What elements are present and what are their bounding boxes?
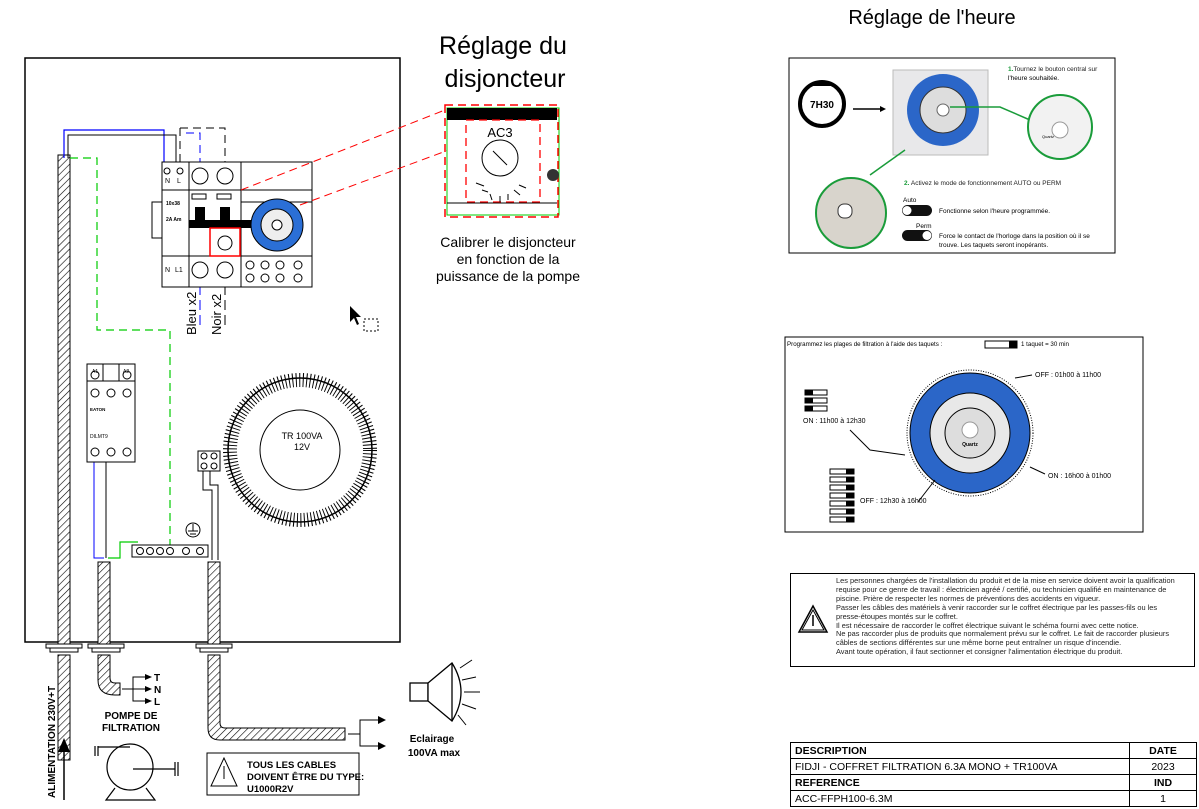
perm-desc-1: Force le contact de l'horloge dans la po… [939, 233, 1090, 240]
breaker-timer-module [151, 161, 313, 288]
lighting-label-2: 100VA max [408, 748, 461, 759]
cable-warning-2: DOIVENT ÊTRE DU TYPE: [247, 771, 364, 783]
supply-cable [57, 154, 71, 646]
safety-line: Ne pas raccorder plus de produits que no… [836, 629, 1170, 639]
on2-label: ON : 16h00 à 01h00 [1048, 473, 1111, 480]
terminal-block [131, 450, 221, 558]
step2-text: 2. Activez le mode de fonctionnement AUT… [904, 180, 1061, 187]
description-header: DESCRIPTION [790, 742, 1130, 759]
clock-title: Réglage de l'heure [848, 7, 1015, 29]
date-header: DATE [1129, 742, 1197, 759]
pump-cable [97, 654, 121, 696]
auto-desc: Fonctionne selon l'heure programmée. [939, 208, 1050, 215]
pump-l: L [154, 697, 160, 708]
date-value: 2023 [1129, 758, 1197, 775]
pump-n: N [154, 685, 161, 696]
cable-glands [45, 643, 233, 653]
terminal-l1-bottom: L1 [175, 267, 183, 274]
lighting-cable [207, 654, 346, 741]
breaker-title-line2: disjoncteur [445, 65, 566, 93]
safety-line: Les personnes chargées de l'installation… [836, 576, 1175, 585]
description-value: FIDJI - COFFRET FILTRATION 6.3A MONO + T… [790, 758, 1130, 775]
supply-label: ALIMENTATION 230V+T [47, 686, 58, 798]
wire-blue-label: Bleu x2 [184, 292, 199, 335]
safety-notice-box: Les personnes chargées de l'installation… [790, 573, 1195, 667]
transformer [223, 373, 377, 527]
taquet-note: 1 taquet = 30 min [1021, 341, 1070, 348]
warning-triangle-icon [210, 756, 238, 787]
perm-label: Perm [916, 223, 932, 230]
pump-label-2: FILTRATION [102, 723, 160, 734]
mouse-cursor-icon [350, 306, 379, 332]
transformer-label-2: 12V [294, 442, 310, 452]
transformer-label-1: TR 100VA [282, 431, 323, 441]
contactor-a2: A2 [123, 369, 129, 375]
program-dial-label: Quartz [962, 442, 978, 448]
taquet-down-icons [829, 468, 855, 523]
safety-line: presse-étoupes montés sur le coffret. [836, 611, 958, 621]
contactor-model: DILMT9 [90, 434, 108, 440]
cable-warning-3: U1000R2V [247, 784, 294, 795]
breaker-rating-1: 10x38 [166, 201, 180, 207]
step1-text-2: l'heure souhaitée. [1008, 75, 1059, 82]
cable-warning-box [206, 752, 360, 796]
safety-line: câbles de sections différentes sur une m… [836, 638, 1122, 648]
program-intro: Programmez les plages de filtration à l'… [787, 341, 943, 348]
ground-icon [185, 522, 201, 538]
breaker-rating-2: 2A Am [166, 217, 182, 223]
on1-label: ON : 11h00 à 12h30 [803, 418, 866, 425]
safety-line: Passer les câbles des matériels à venir … [836, 602, 1158, 612]
pump-label-1: POMPE DE [105, 711, 158, 722]
cable-warning-1: TOUS LES CABLES [247, 760, 336, 771]
alarm-time: 7H30 [810, 100, 834, 111]
reference-header: REFERENCE [790, 774, 1130, 791]
programming-panel [784, 336, 1144, 533]
ind-header: IND [1129, 774, 1197, 791]
contactor-a1: A1 [92, 369, 98, 375]
perm-desc-2: trouve. Les taquets seront inopérants. [939, 242, 1048, 249]
off1-label: OFF : 01h00 à 11h00 [1035, 372, 1101, 379]
pump-t: T [154, 673, 160, 684]
pump-motor-icon [94, 743, 179, 801]
clock-setting-panel: 7H30 Quartz [788, 57, 1116, 254]
clock-dial-label: Quartz [1042, 134, 1054, 139]
reference-value: ACC-FFPH100-6.3M [790, 790, 1130, 807]
lamp-icon [409, 659, 480, 726]
auto-label: Auto [903, 197, 917, 204]
breaker-caption-line3: puissance de la pompe [436, 268, 580, 284]
contactor [86, 363, 136, 463]
breaker-caption-line1: Calibrer le disjoncteur [440, 234, 576, 250]
contactor-brand: EATON [90, 407, 105, 412]
terminal-l-top: L [177, 178, 181, 185]
safety-line: piscine. Prière de respecter les normes … [836, 593, 1101, 603]
safety-line: requise pour ce genre de travail : élect… [836, 584, 1167, 594]
safety-line: Il est nécessaire de raccorder le coffre… [836, 620, 1139, 630]
zoom-ac3-label: AC3 [487, 125, 512, 140]
supply-arrow-icon [58, 738, 70, 752]
terminal-n-bottom: N [165, 267, 170, 274]
lighting-label-1: Eclairage [410, 734, 455, 745]
breaker-title-line1: Réglage du [439, 32, 567, 60]
ind-value: 1 [1129, 790, 1197, 807]
breaker-zoom-detail [444, 104, 560, 218]
warning-triangle-icon [797, 604, 829, 633]
terminal-n-top: N [165, 178, 170, 185]
wire-black-label: Noir x2 [209, 294, 224, 335]
breaker-caption-line2: en fonction de la [457, 251, 560, 267]
step1-text: 1.Tournez le bouton central sur [1008, 66, 1098, 73]
safety-line: Avant toute opération, il faut sectionne… [836, 647, 1123, 657]
off2-label: OFF : 12h30 à 16h00 [860, 498, 927, 505]
